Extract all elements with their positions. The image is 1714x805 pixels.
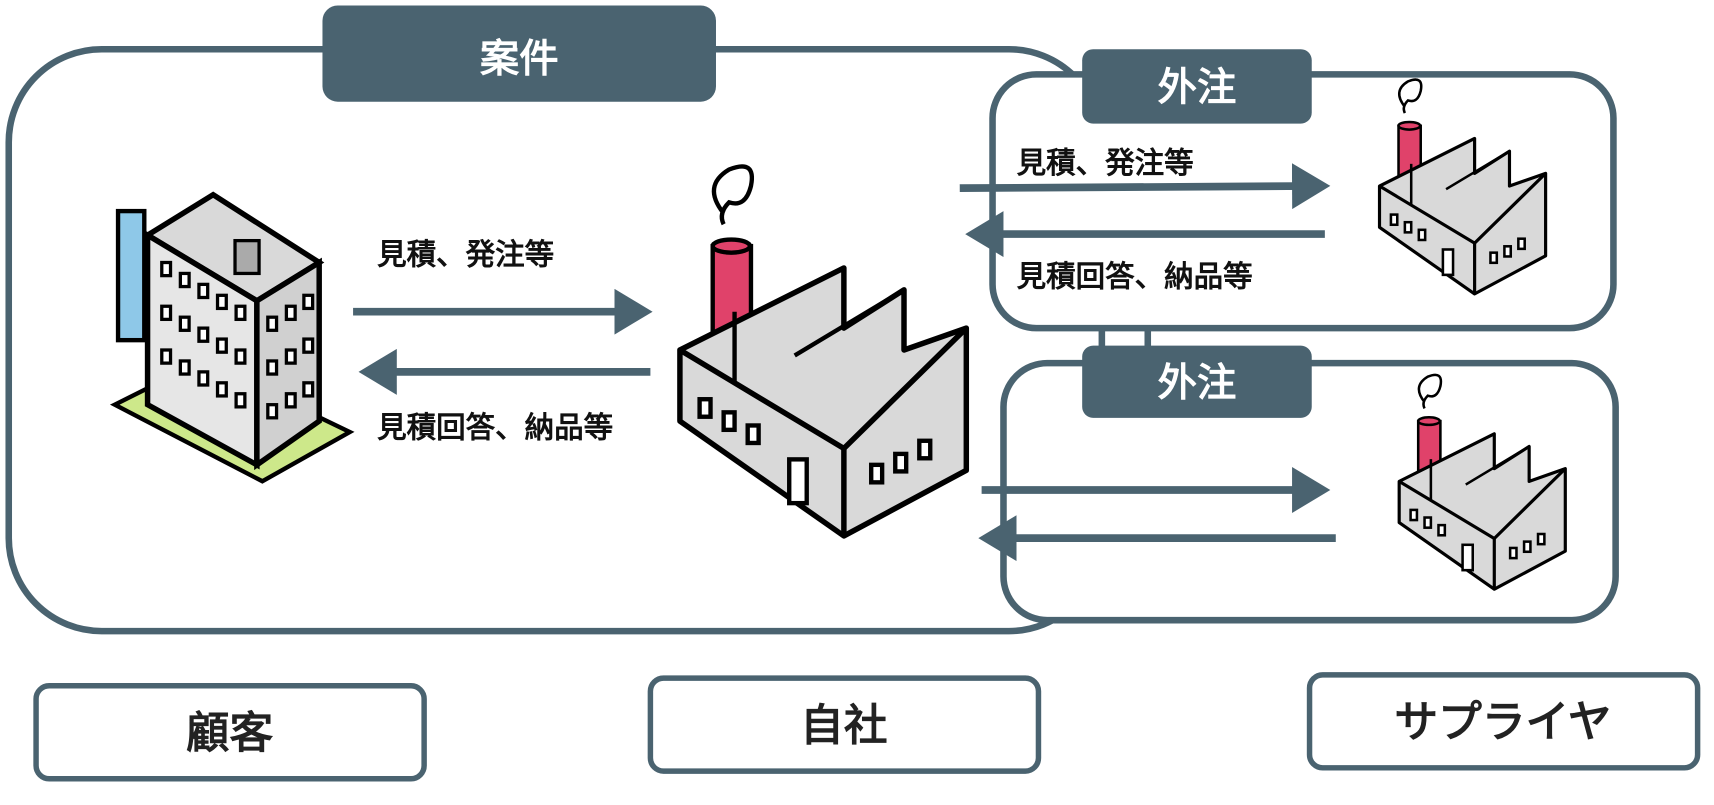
outsource-tab-bottom — [1082, 345, 1312, 418]
customer-label: 顧客 — [186, 708, 274, 759]
flow-label-order: 見積、発注等 — [377, 238, 554, 272]
flow-label-reply-supplier: 見積回答、納品等 — [1017, 260, 1253, 294]
supplier-label: サプライヤ — [1394, 697, 1611, 748]
office-building-icon — [109, 191, 355, 484]
outsource-tab-top — [1082, 49, 1312, 124]
project-tab — [322, 5, 716, 102]
flow-label-reply: 見積回答、納品等 — [377, 410, 613, 444]
arrow-company-to-supplier1 — [959, 163, 1331, 210]
company-box — [647, 675, 1042, 774]
outsource-label-top: 外注 — [1158, 65, 1237, 111]
outsource-label-bottom: 外注 — [1158, 360, 1237, 406]
company-factory-icon — [680, 166, 966, 536]
company-label: 自社 — [800, 700, 887, 751]
supplier-box — [1306, 672, 1701, 771]
flow-label-order-supplier: 見積、発注等 — [1017, 146, 1194, 180]
customer-box — [33, 683, 427, 782]
project-label: 案件 — [480, 36, 559, 82]
